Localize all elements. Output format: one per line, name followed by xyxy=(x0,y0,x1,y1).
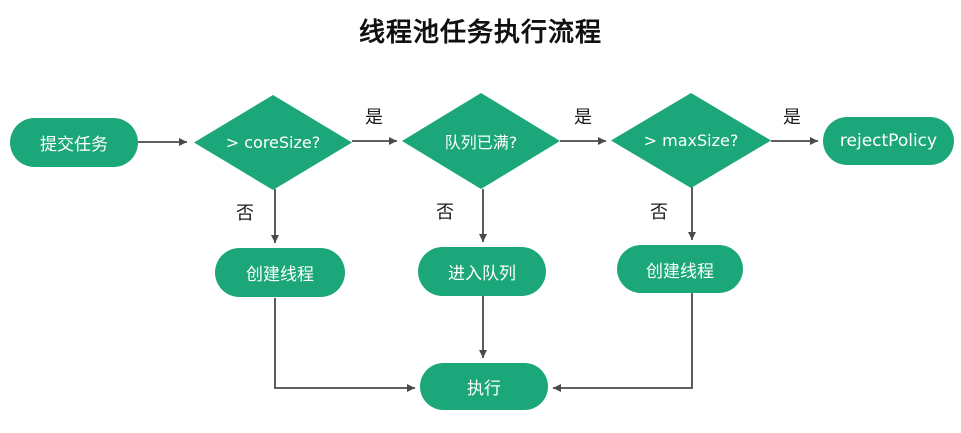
edge-label-yes-1: 是 xyxy=(365,107,383,128)
node-create-thread-max: 创建线程 xyxy=(617,245,743,293)
edge-createthread-right-to-execute xyxy=(553,293,693,392)
node-create-thread-core: 创建线程 xyxy=(215,248,345,297)
node-enter-queue: 进入队列 xyxy=(418,247,546,296)
edge-label-yes-3: 是 xyxy=(783,107,801,128)
edge-label-no-1: 否 xyxy=(236,203,254,224)
node-reject-policy: rejectPolicy xyxy=(823,117,954,165)
node-start-submit-task: 提交任务 xyxy=(10,118,138,167)
edge-label-yes-2: 是 xyxy=(574,107,592,128)
diagram-title: 线程池任务执行流程 xyxy=(358,18,602,48)
node-execute: 执行 xyxy=(420,363,548,410)
edge-label-no-2: 否 xyxy=(436,202,454,223)
edge-createthread-left-to-execute xyxy=(274,298,415,392)
edge-label-no-3: 否 xyxy=(650,202,668,223)
